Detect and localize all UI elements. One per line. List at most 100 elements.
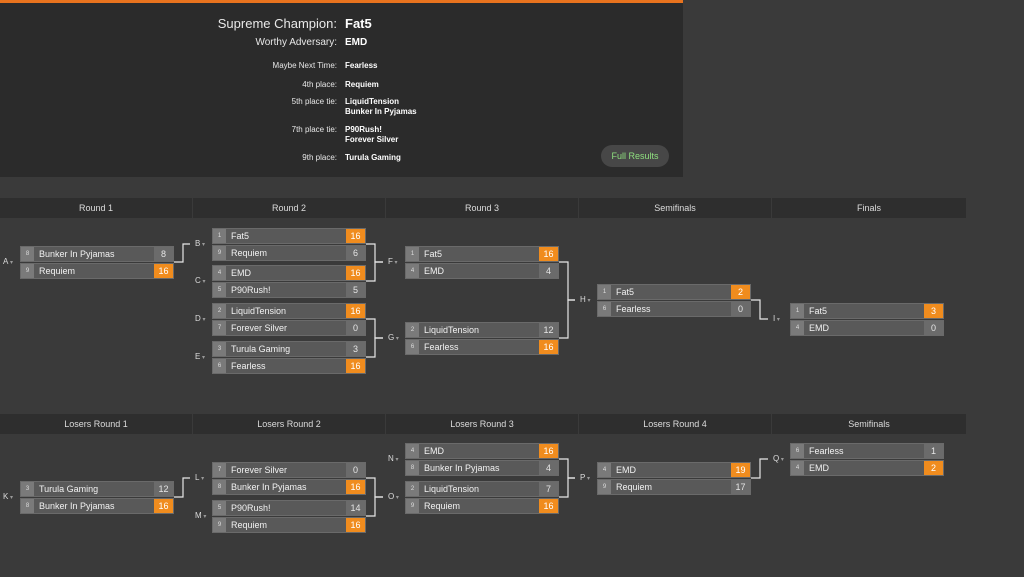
caret-down-icon: ▾ (200, 279, 206, 285)
round-header-1: Round 1 (0, 198, 193, 218)
adversary-value: EMD (345, 37, 368, 48)
team-seed: 6 (598, 302, 611, 316)
ninth-place-value: Turula Gaming (345, 153, 401, 162)
team-score-winner: 16 (346, 304, 365, 318)
team-seed: 1 (791, 304, 804, 318)
match-label-p[interactable]: P ▾ (580, 473, 590, 482)
team-score-winner: 3 (924, 304, 943, 318)
match-label-h[interactable]: H ▾ (580, 295, 590, 304)
connector-line (366, 477, 383, 498)
team-score-winner: 16 (539, 444, 558, 458)
fifth-place-value-a: LiquidTension (345, 97, 400, 106)
match-label-c[interactable]: C ▾ (195, 276, 205, 285)
match-letter: K (3, 492, 9, 501)
match-label-q[interactable]: Q ▾ (773, 454, 784, 463)
team-name: P90Rush! (231, 285, 271, 295)
fifth-place-label: 5th place tie: (291, 97, 337, 106)
team-seed: 1 (213, 229, 226, 243)
match-label-i[interactable]: I ▾ (773, 314, 780, 323)
team-name: Requiem (616, 482, 653, 492)
match-label-a[interactable]: A ▾ (3, 257, 13, 266)
champion-row: Supreme Champion: Fat5 (0, 16, 683, 32)
team-name: Fat5 (809, 306, 828, 316)
team-seed: 4 (791, 321, 804, 335)
team-seed: 9 (213, 246, 226, 260)
team-name: EMD (424, 446, 444, 456)
match-label-e[interactable]: E ▾ (195, 352, 205, 361)
team-score: 7 (539, 482, 558, 496)
connector-line (559, 261, 575, 301)
match-label-l[interactable]: L ▾ (195, 473, 204, 482)
losers-round-header-semifinals: Semifinals (848, 419, 890, 429)
next-time-value: Fearless (345, 61, 378, 70)
caret-down-icon: ▾ (393, 457, 399, 463)
match-label-b[interactable]: B ▾ (195, 239, 205, 248)
match-label-k[interactable]: K ▾ (3, 492, 13, 501)
connector-line (366, 337, 383, 358)
ninth-place-row: 9th place: Turula Gaming (0, 153, 683, 169)
match-label-m[interactable]: M ▾ (195, 511, 206, 520)
team-seed: 8 (21, 247, 34, 261)
next-time-label: Maybe Next Time: (272, 61, 337, 70)
match-label-g[interactable]: G ▾ (388, 333, 399, 342)
team-name: Requiem (231, 520, 268, 530)
team-row[interactable]: 1 Fat5 3 (790, 303, 944, 319)
results-summary-panel: Supreme Champion: Fat5 Worthy Adversary:… (0, 0, 683, 177)
team-name: Turula Gaming (39, 484, 99, 494)
team-seed: 6 (791, 444, 804, 458)
seventh-place-value-b: Forever Silver (345, 135, 399, 144)
match-label-f[interactable]: F ▾ (388, 257, 398, 266)
winners-round-headers: Round 1 Round 2 Round 3 Semifinals Final… (0, 198, 966, 218)
team-seed: 8 (406, 461, 419, 475)
team-name: Forever Silver (231, 465, 288, 475)
losers-round-header-2: Losers Round 2 (193, 414, 386, 434)
team-seed: 9 (598, 480, 611, 494)
caret-down-icon: ▾ (200, 355, 206, 361)
match-letter: G (388, 333, 395, 342)
team-name: EMD (616, 465, 636, 475)
team-score: 3 (346, 342, 365, 356)
full-results-button[interactable]: Full Results (601, 145, 669, 167)
round-header-3: Round 3 (386, 198, 579, 218)
team-seed: 8 (21, 499, 34, 513)
match-label-n[interactable]: N ▾ (388, 454, 398, 463)
team-score-winner: 16 (539, 340, 558, 354)
team-score-winner: 16 (154, 264, 173, 278)
match-label-d[interactable]: D ▾ (195, 314, 205, 323)
team-seed: 8 (213, 480, 226, 494)
losers-round-header-4: Losers Round 4 (579, 414, 772, 434)
match-label-o[interactable]: O ▾ (388, 492, 399, 501)
